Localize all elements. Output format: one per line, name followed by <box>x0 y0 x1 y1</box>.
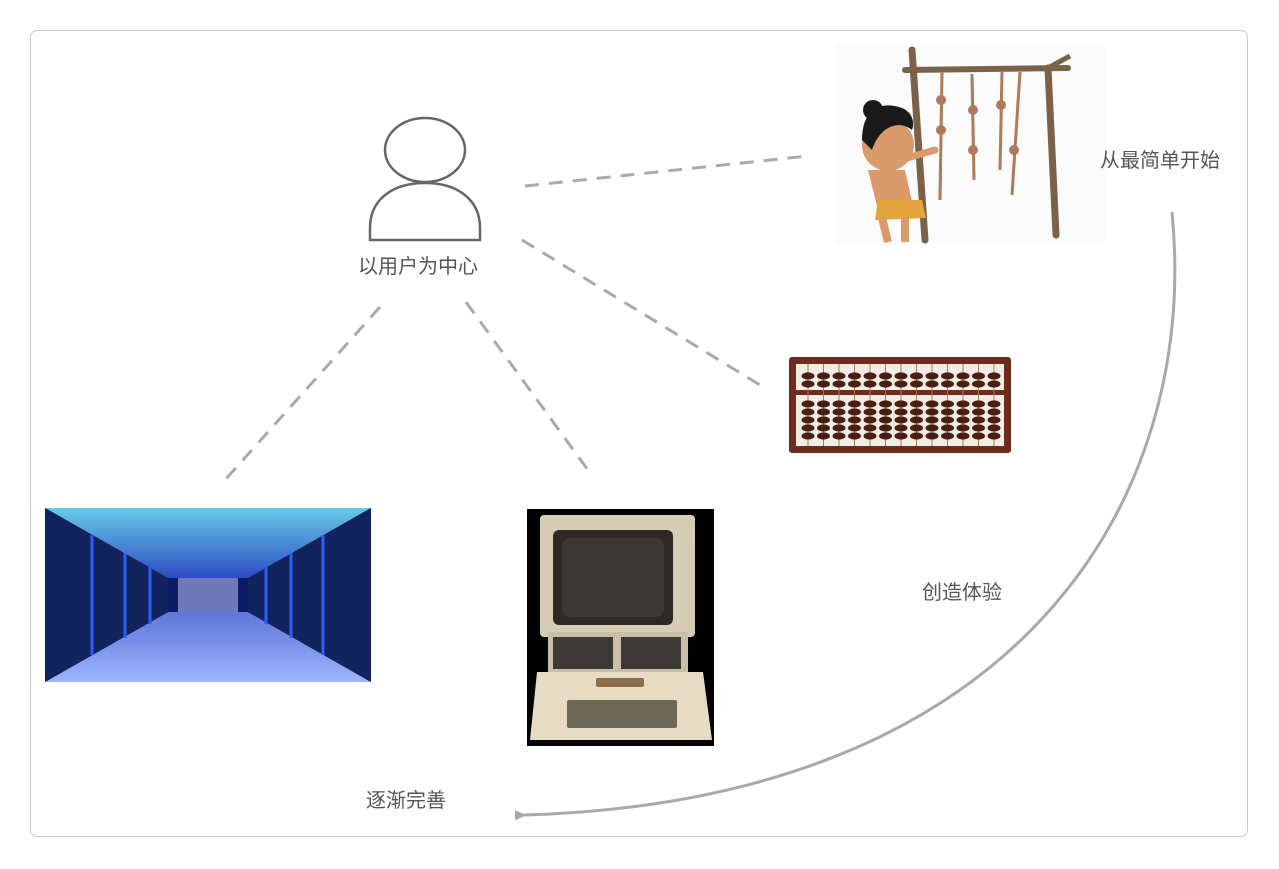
user-icon <box>368 116 482 242</box>
abacus-image <box>789 357 1011 453</box>
connector-computer <box>464 301 590 471</box>
knotted-rope-image <box>836 45 1106 244</box>
start-stage-label: 从最简单开始 <box>1100 148 1220 172</box>
connector-datacenter <box>223 305 382 482</box>
connector-rope <box>524 154 809 188</box>
connector-abacus <box>521 238 761 387</box>
center-label: 以用户为中心 <box>358 254 478 278</box>
connector-lines <box>223 154 809 482</box>
server-room-image <box>45 508 371 682</box>
progress-arc-arrow <box>514 211 1177 821</box>
improve-stage-label: 逐渐完善 <box>366 788 446 812</box>
personal-computer-image <box>527 509 714 746</box>
experience-stage-label: 创造体验 <box>922 580 1002 604</box>
